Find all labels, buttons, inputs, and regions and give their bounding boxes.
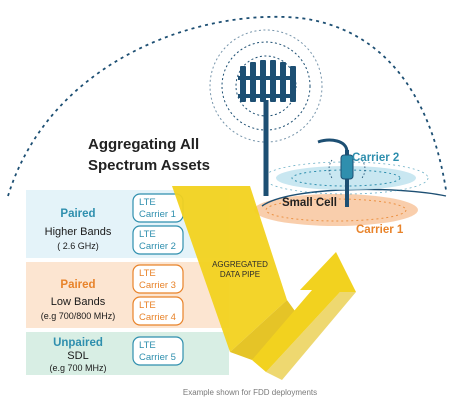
low-bands-panel [26,262,229,328]
title-line-1: Aggregating All [88,136,199,153]
group-sdl: Unpaired SDL (e.g 700 MHz) LTE Carrier 5 [26,332,229,375]
carrier-3-prefix: LTE [139,268,156,279]
carrier-1-prefix: LTE [139,197,156,208]
small-cell-label: Small Cell [282,197,337,209]
group-low-bands: Paired Low Bands (e.g 700/800 MHz) LTE C… [26,262,229,328]
carrier-4-prefix: LTE [139,300,156,311]
aggregated-data-pipe [172,186,356,380]
carrier-1-coverage [254,194,418,226]
coverage-dome-arc [7,15,447,197]
low-bands-label: Low Bands [51,296,106,308]
carrier-1-bottom-label: Carrier 1 [356,224,404,236]
cell-tower-icon [209,29,323,196]
carrier-2-chip [132,225,184,255]
carrier-1-name: Carrier 1 [139,209,176,220]
carrier-2-name: Carrier 2 [139,241,176,252]
pipe-label-line-2: DATA PIPE [220,270,260,279]
carrier-4-name: Carrier 4 [139,312,176,323]
title-line-2: Spectrum Assets [88,157,210,174]
carrier-3-chip [132,264,184,294]
small-cell-pole-icon [317,138,366,207]
carrier-2-prefix: LTE [139,229,156,240]
sdl-panel [26,332,229,375]
higher-bands-type: Paired [60,208,95,220]
sdl-type: Unpaired [53,337,103,349]
carrier-5-name: Carrier 5 [139,352,176,363]
carrier-3-name: Carrier 3 [139,280,176,291]
carrier-2-top-label: Carrier 2 [352,152,399,164]
higher-bands-label: Higher Bands [45,226,112,238]
carrier-4-chip [132,296,184,326]
low-bands-detail: (e.g 700/800 MHz) [41,311,116,321]
carrier-1-ring [265,198,407,222]
low-bands-type: Paired [60,279,95,291]
sdl-detail: (e.g 700 MHz) [49,363,106,373]
higher-bands-detail: ( 2.6 GHz) [57,241,99,251]
carrier-5-prefix: LTE [139,340,156,351]
sdl-label: SDL [67,350,88,362]
caption: Example shown for FDD deployments [183,388,317,397]
pipe-label-line-1: AGGREGATED [212,260,268,269]
carrier-5-chip [132,336,184,366]
